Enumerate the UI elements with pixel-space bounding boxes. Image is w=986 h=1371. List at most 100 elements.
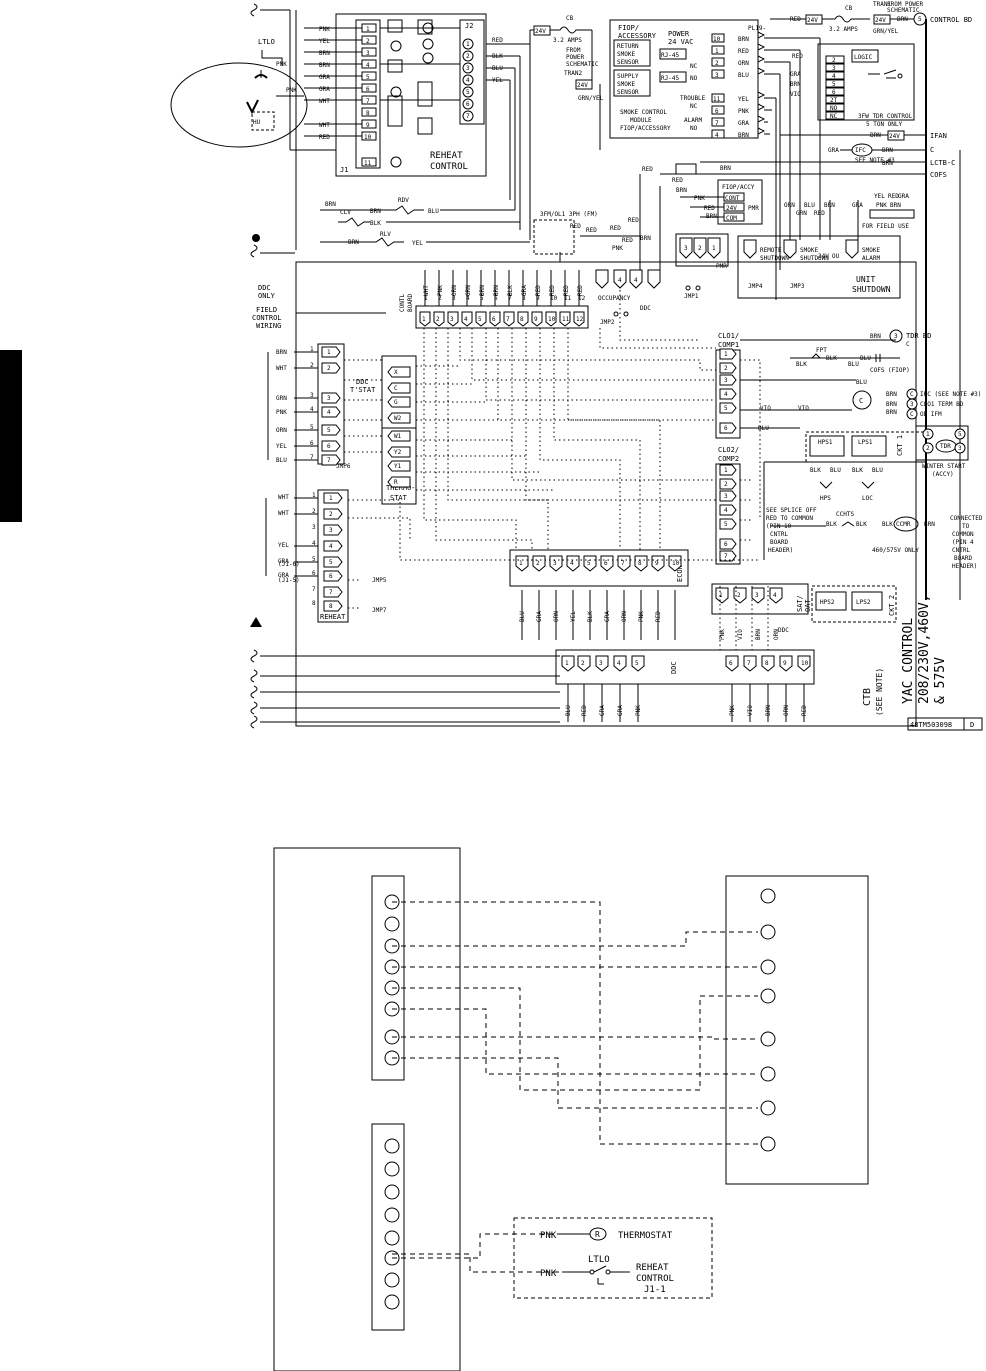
pin-label: 1 <box>565 660 569 667</box>
svg-text:LOC: LOC <box>862 495 873 502</box>
pin-label: 5 <box>327 427 331 434</box>
ifan-ifc: BRN 24V IFAN GRA IFC BRN C SEE NOTE #3 B… <box>660 130 955 179</box>
svg-text:FIOP/: FIOP/ <box>618 24 639 32</box>
contl-pin <box>573 311 585 327</box>
svg-text:3: 3 <box>684 245 688 252</box>
sat-pin <box>733 587 747 604</box>
reheat-pin <box>323 492 343 504</box>
pin-label: 4 <box>327 409 331 416</box>
thermo-pin <box>387 446 411 458</box>
svg-text:3: 3 <box>366 50 370 57</box>
pin-label: 6 <box>494 295 498 302</box>
pin-label: 1 <box>310 346 314 353</box>
tstat-wire-label: PNK <box>276 409 287 416</box>
svg-text:CKT 2: CKT 2 <box>888 595 896 616</box>
pin-label: 11 <box>564 295 572 302</box>
pin-label: C <box>394 385 398 392</box>
svg-text:2: 2 <box>466 53 470 60</box>
svg-text:FIOP/ACCY: FIOP/ACCY <box>722 184 755 191</box>
svg-text:BLU: BLU <box>872 467 883 474</box>
ddc-pin <box>797 655 811 672</box>
ddc-pin <box>613 655 627 672</box>
svg-text:BRN: BRN <box>640 235 651 242</box>
thermo-pin <box>387 396 411 408</box>
pl19-wires: BRN RED ORN BLU YEL PNK GRA BRN <box>738 31 820 139</box>
svg-text:REMOTE: REMOTE <box>760 247 782 254</box>
pin-label: 2 <box>724 481 728 488</box>
sat-wire-label: BRN <box>755 629 762 640</box>
pin-label: W2 <box>394 415 402 422</box>
svg-text:1: 1 <box>466 41 470 48</box>
pin-label: 3 <box>724 377 728 384</box>
svg-text:PNK: PNK <box>540 1231 557 1241</box>
terminal-pin <box>384 1294 400 1310</box>
svg-text:SEE SPLICE OFF: SEE SPLICE OFF <box>766 507 817 514</box>
svg-text:3.2 AMPS: 3.2 AMPS <box>553 37 582 44</box>
svg-text:HEADER): HEADER) <box>768 547 793 554</box>
svg-text:ECON: ECON <box>676 565 684 582</box>
svg-text:24V: 24V <box>875 17 886 24</box>
svg-text:RJ-45: RJ-45 <box>661 75 679 82</box>
svg-text:COMMON: COMMON <box>952 531 974 538</box>
reheat-wire-label: YEL <box>278 542 289 549</box>
svg-text:4: 4 <box>618 277 622 284</box>
pin-label: 3 <box>755 592 759 599</box>
svg-text:10: 10 <box>364 134 372 141</box>
tstat-wire-label: WHT <box>276 365 287 372</box>
svg-text:JMP2: JMP2 <box>600 319 615 326</box>
contl-pin <box>531 311 543 327</box>
clo2-pin <box>719 538 737 550</box>
svg-text:GRN/YEL: GRN/YEL <box>578 95 604 102</box>
terminal-pin <box>384 1272 400 1288</box>
svg-text:10: 10 <box>713 36 721 43</box>
pin-label: 6 <box>604 560 608 567</box>
pin-label: 7 <box>621 560 625 567</box>
thermostat-block: THERMO- STAT <box>381 355 417 505</box>
pin-label: 5 <box>724 521 728 528</box>
pin-label: 3 <box>452 295 456 302</box>
pin-label: 4 <box>310 406 314 413</box>
econ-pin <box>651 555 665 572</box>
pin-label: 8 <box>329 603 333 610</box>
pin-label: 6 <box>329 573 333 580</box>
ddc-pin <box>595 655 609 672</box>
svg-text:LTLO: LTLO <box>258 38 275 46</box>
thermo-pin <box>387 382 411 394</box>
svg-text:YEL: YEL <box>874 193 885 200</box>
pin-label: 4 <box>724 507 728 514</box>
valves: BRN CLV BLK RDV BRN BLU RLV BRN YEL <box>320 197 530 247</box>
svg-text:LPS1: LPS1 <box>858 439 873 446</box>
svg-text:THERMOSTAT: THERMOSTAT <box>618 1231 673 1241</box>
svg-text:GRA: GRA <box>319 74 330 81</box>
field-control-labels: DDC ONLY FIELD CONTROL WIRING <box>252 284 282 330</box>
contl-pin <box>461 311 473 327</box>
svg-text:BLU: BLU <box>830 467 841 474</box>
pin-label: 2 <box>581 660 585 667</box>
pin-label: 7 <box>506 316 510 323</box>
svg-text:1: 1 <box>712 245 716 252</box>
svg-text:(ACCY): (ACCY) <box>932 471 954 478</box>
svg-text:RED: RED <box>642 166 653 173</box>
svg-text:FOR FIELD USE: FOR FIELD USE <box>862 223 909 230</box>
svg-text:1: 1 <box>715 48 719 55</box>
svg-text:RED: RED <box>610 225 621 232</box>
svg-text:ACCESSORY: ACCESSORY <box>618 32 657 40</box>
svg-text:D: D <box>970 721 974 729</box>
pin-label: 5 <box>312 556 316 563</box>
pin-label: 5 <box>480 295 484 302</box>
svg-text:TDR: TDR <box>940 443 951 450</box>
contl-wire-label: GRA <box>521 285 528 296</box>
pin-label: 1 <box>519 560 523 567</box>
pin-label: 10 <box>548 316 556 323</box>
svg-text:DDC: DDC <box>258 284 271 292</box>
svg-text:3: 3 <box>466 65 470 72</box>
j2-pins: 1 2 3 4 5 6 7 <box>462 38 474 122</box>
reheat-pin <box>323 570 343 582</box>
svg-text:CONTROL BD: CONTROL BD <box>930 16 972 24</box>
svg-text:COFS (FIOP): COFS (FIOP) <box>870 367 910 374</box>
clo1-pin <box>719 374 737 386</box>
terminal-pin <box>384 1230 400 1246</box>
